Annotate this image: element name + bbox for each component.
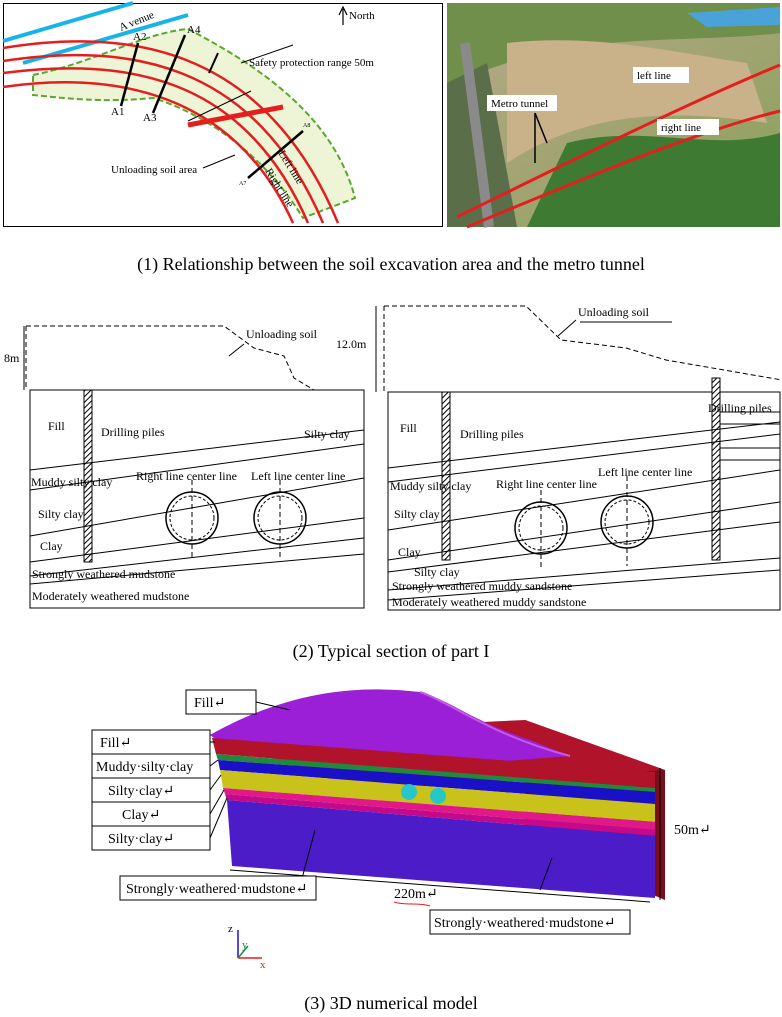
model-label: Silty·clay↵ <box>108 832 174 847</box>
tunnel-curve <box>2 81 295 224</box>
axis-label: y <box>242 939 248 951</box>
tunnel-curve <box>2 67 310 224</box>
tunnel-curve <box>2 40 340 224</box>
model-label: Muddy·silty·clay <box>96 760 193 775</box>
model-label: Fill↵ <box>194 696 225 711</box>
point-label: A8 <box>303 123 310 129</box>
model-label: Fill↵ <box>100 736 131 751</box>
section-right: Unloading soil 12.0m Fill Drilling piles… <box>336 305 782 611</box>
layer-label: Silty clay <box>394 507 440 521</box>
numerical-model: Fill↵ Fill↵ Muddy·silty·clay Silty·clay↵… <box>91 689 711 971</box>
front-layers <box>212 738 655 898</box>
layer-label: Moderately weathered mudstone <box>32 589 189 603</box>
north-label: North <box>349 10 375 22</box>
layer-label: Strongly weathered muddy sandstone <box>392 579 572 593</box>
tunnel-shape <box>401 784 417 800</box>
unloading-soil-label: Unloading soil <box>578 305 650 319</box>
right-center-label: Right line center line <box>496 477 597 491</box>
caption-panel3: (3) 3D numerical model <box>304 993 478 1013</box>
layer-label: Silty clay <box>38 507 84 521</box>
axis-label: z <box>228 923 233 935</box>
point-label: A2 <box>133 31 146 43</box>
left-center-label: Left line center line <box>598 465 692 479</box>
metro-tunnel-label: Metro tunnel <box>491 98 548 110</box>
width-label: 220m↵ <box>394 887 438 902</box>
drilling-piles-label: Drilling piles <box>101 425 165 439</box>
layer-label: Muddy silty clay <box>31 475 112 489</box>
caption-panel2: (2) Typical section of part I <box>292 641 490 661</box>
height-label: 8m <box>4 351 20 365</box>
axis-triad: z y x <box>228 923 266 971</box>
unloading-area-shape <box>32 27 357 220</box>
layer-label: Fill <box>400 421 417 435</box>
section-left: Unloading soil 8m Fill Drilling piles Si… <box>4 325 365 609</box>
map-diagram: North A venue A1 A2 A3 A4 A7 A8 Safety p… <box>2 1 443 227</box>
photo-right-line-label: right line <box>661 122 701 134</box>
label-boxes: Fill↵ Fill↵ Muddy·silty·clay Silty·clay↵… <box>91 689 711 935</box>
silty-clay-right-label: Silty clay <box>304 427 350 441</box>
point-label: A1 <box>111 106 124 118</box>
layer-label: Muddy silty clay <box>390 479 471 493</box>
strongly-weathered-left-label: Strongly·weathered·mudstone↵ <box>126 882 307 897</box>
drilling-piles-right-label: Drilling piles <box>708 401 772 415</box>
unloading-area-label: Unloading soil area <box>111 164 197 176</box>
left-center-label: Left line center line <box>251 469 345 483</box>
unloading-soil-label: Unloading soil <box>246 327 318 341</box>
point-label: A7 <box>239 181 246 187</box>
layer-label: Strongly weathered mudstone <box>32 567 175 581</box>
point-label: A4 <box>187 24 201 36</box>
photo-left-line-label: left line <box>637 70 671 82</box>
right-center-label: Right line center line <box>136 469 237 483</box>
layer-label: Clay <box>40 539 63 553</box>
tunnel-curve <box>2 53 325 224</box>
layer-label: Moderately weathered muddy sandstone <box>392 595 586 609</box>
model-label: Clay↵ <box>122 808 160 823</box>
height-label: 12.0m <box>336 337 367 351</box>
drilling-piles-label: Drilling piles <box>460 427 524 441</box>
tunnel-curve <box>456 63 781 219</box>
axis-label: x <box>260 959 266 971</box>
layer-label: Fill <box>48 419 65 433</box>
avenue-line <box>2 1 134 43</box>
layer-label: Silty clay <box>414 565 460 579</box>
caption-panel1: (1) Relationship between the soil excava… <box>137 254 645 274</box>
tunnel-shape <box>430 788 446 804</box>
aerial-photo: left line right line Metro tunnel <box>447 3 781 229</box>
tunnel-curve <box>466 109 781 229</box>
point-label: A3 <box>143 112 157 124</box>
model-label: Silty·clay↵ <box>108 784 174 799</box>
safety-label: Safety protection range 50m <box>249 57 374 69</box>
strongly-weathered-right-label: Strongly·weathered·mudstone↵ <box>434 916 615 931</box>
layer-label: Clay <box>398 545 421 559</box>
depth-label: 50m↵ <box>674 823 711 838</box>
